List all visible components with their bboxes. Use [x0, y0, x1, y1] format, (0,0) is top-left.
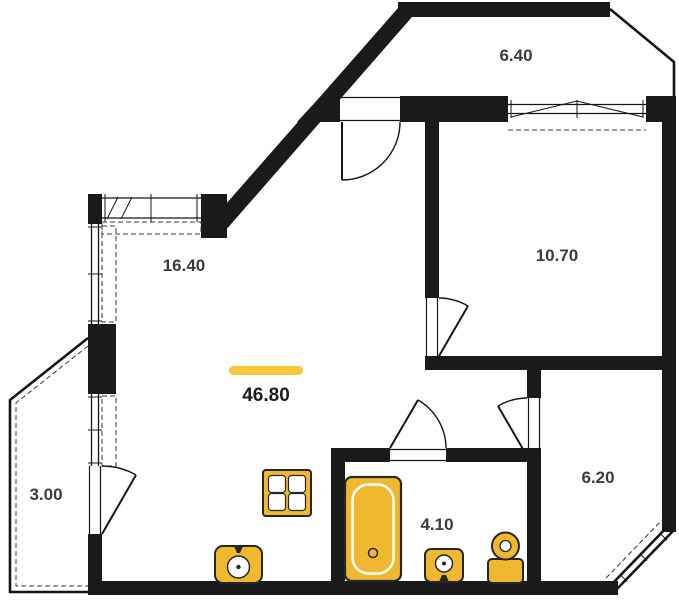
- window-left-lower: [88, 394, 117, 467]
- area-label-total: 46.80: [242, 385, 290, 406]
- bathtub-body: [343, 475, 403, 583]
- door-arc: [438, 297, 469, 307]
- wall-segment: [297, 96, 340, 122]
- wall-segment: [88, 194, 102, 224]
- toilet-bowl-inner: [499, 539, 512, 553]
- wall-segment: [398, 2, 610, 17]
- bathtub-inner: [351, 483, 395, 575]
- window-sill-dashed: [605, 518, 664, 579]
- total-area-highlight-bar: [229, 366, 303, 375]
- door-leaf: [497, 405, 528, 457]
- wall-segment: [331, 448, 390, 462]
- window-left-upper: [88, 224, 117, 324]
- walls: [88, 2, 676, 595]
- window-sill-dashed: [101, 225, 117, 323]
- wall-segment: [88, 534, 102, 595]
- door-balcony-top: [340, 96, 401, 181]
- wall-segment-pier: [88, 324, 116, 394]
- area-label-balcony-left: 3.00: [29, 485, 62, 504]
- wall-segment: [88, 581, 612, 595]
- door-room-right: [425, 297, 469, 357]
- window-tick: [640, 554, 648, 562]
- washbasin-drain: [442, 561, 446, 566]
- door-room-bottom-right: [497, 397, 541, 457]
- door-arc: [341, 121, 401, 181]
- area-label-bathroom: 4.10: [420, 515, 453, 534]
- balcony-left-edge: [8, 336, 89, 594]
- balcony-outlines: [8, 7, 676, 594]
- door-leaf: [389, 399, 419, 449]
- window-bottom-right-diagonal: [605, 518, 675, 590]
- window-hatch: [106, 196, 119, 220]
- door-arc: [497, 397, 528, 407]
- wall-segment: [600, 581, 618, 595]
- windows: [88, 100, 675, 590]
- bathtub-icon: [343, 475, 403, 583]
- wall-segment: [425, 356, 676, 370]
- area-label-balcony-top: 6.40: [499, 46, 532, 65]
- toilet-tank: [487, 558, 524, 584]
- doors: [88, 96, 541, 535]
- window-casement: [510, 100, 644, 118]
- door-leaf: [101, 474, 137, 535]
- door-bathroom: [389, 399, 447, 462]
- wall-segment: [425, 96, 439, 298]
- wall-segment: [201, 194, 227, 238]
- fixtures: [214, 469, 524, 584]
- stove-burner: [287, 474, 307, 494]
- balcony-top-edge: [609, 7, 676, 96]
- window-top-left: [101, 194, 202, 235]
- door-leaf: [438, 305, 469, 357]
- wall-segment: [446, 448, 541, 462]
- area-labels: 6.40 10.70 16.40 46.80 3.00 4.10 6.20: [29, 46, 614, 534]
- sink-drain: [236, 564, 241, 570]
- window-tick: [620, 574, 628, 582]
- wall-segment: [662, 96, 676, 528]
- window-hatch: [120, 196, 133, 220]
- window-top-right: [508, 100, 646, 131]
- area-label-room-right: 10.70: [536, 246, 579, 265]
- kitchen-sink-icon: [214, 545, 263, 584]
- door-balcony-left: [88, 465, 137, 535]
- stove-burner: [267, 492, 287, 512]
- sink-faucet: [234, 546, 243, 553]
- washbasin-icon: [424, 548, 464, 583]
- stove-burner: [287, 492, 307, 512]
- area-label-room-left: 16.40: [163, 256, 206, 275]
- door-arc: [101, 465, 137, 476]
- wall-segment: [331, 448, 345, 595]
- window-tick: [660, 533, 668, 541]
- wall-segment: [400, 96, 508, 122]
- area-label-room-br: 6.20: [581, 468, 614, 487]
- door-arc: [417, 399, 447, 449]
- bathtub-drain: [367, 547, 379, 559]
- wall-segment: [527, 456, 541, 595]
- washbasin-faucet: [439, 575, 449, 582]
- stove-burner: [267, 474, 287, 494]
- stove-icon: [262, 469, 312, 517]
- wall-segment: [527, 370, 541, 398]
- toilet-icon: [487, 531, 524, 584]
